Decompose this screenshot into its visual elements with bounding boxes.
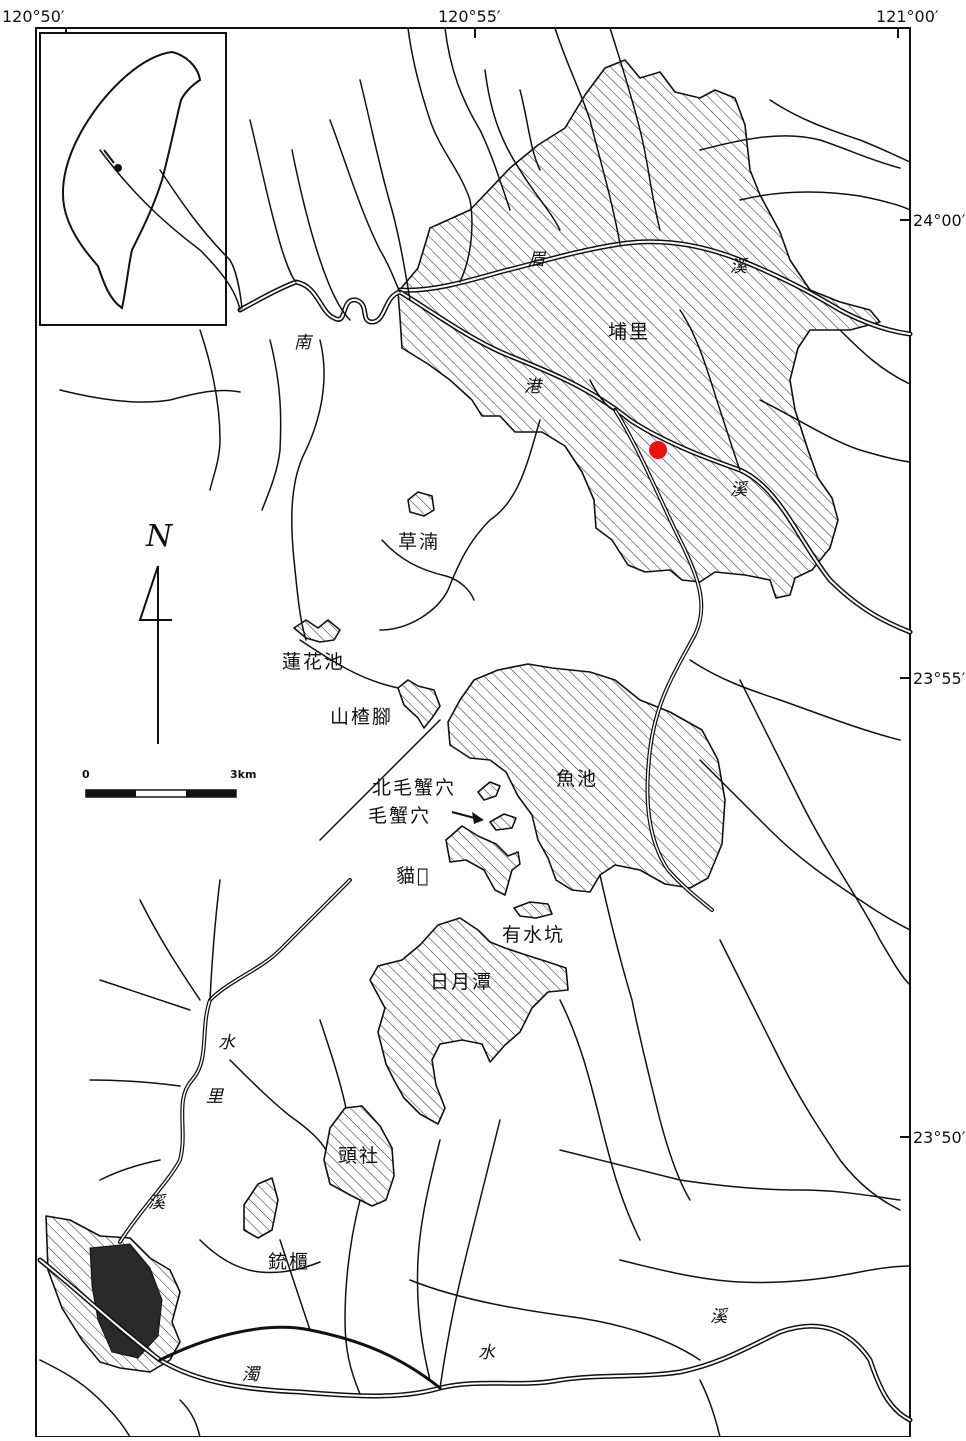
toushe-basin bbox=[323, 1105, 395, 1207]
place-beimaoxiexue: 北毛蟹穴 bbox=[372, 777, 456, 799]
north-arrow: N bbox=[138, 519, 174, 744]
scale-start-label: 0 bbox=[82, 768, 90, 781]
place-riyuetan: 日月潭 bbox=[430, 971, 493, 993]
place-maoxiexue: 毛蟹穴 bbox=[368, 805, 431, 827]
river-label-mei-1: 眉 bbox=[528, 250, 547, 270]
place-puli: 埔里 bbox=[608, 321, 650, 343]
river-label-nangang-2: 港 bbox=[524, 377, 543, 397]
town-speckle-area bbox=[89, 1243, 163, 1359]
main-rivers bbox=[37, 239, 913, 1423]
north-label: N bbox=[145, 519, 174, 554]
place-youshuikeng: 有水坑 bbox=[502, 924, 565, 946]
taiwan-outline bbox=[62, 50, 202, 310]
minor-streams bbox=[39, 27, 911, 1438]
caotun-basin bbox=[407, 491, 435, 517]
river-label-shuili-3: 溪 bbox=[148, 1193, 167, 1213]
lat-label-23-55: 23°55′ bbox=[913, 669, 966, 688]
river-label-shuili-1: 水 bbox=[218, 1033, 236, 1053]
puli-basin bbox=[397, 59, 881, 599]
scale-end-label: 3km bbox=[230, 768, 256, 781]
place-maolan: 貓𡋺 bbox=[396, 865, 430, 887]
place-caotun: 草湳 bbox=[398, 531, 440, 553]
lat-label-23-50: 23°50′ bbox=[913, 1128, 966, 1147]
maoxiexue-arrow bbox=[451, 811, 484, 824]
riyuetan-lake bbox=[369, 917, 569, 1125]
place-yuchi: 魚池 bbox=[556, 768, 598, 790]
river-label-nangang-1: 南 bbox=[294, 333, 314, 353]
shanzhajiao-basin bbox=[397, 679, 441, 729]
chonggui-basin bbox=[243, 1177, 279, 1239]
place-shanzhajiao: 山楂腳 bbox=[330, 706, 393, 728]
maoxiexue-basin bbox=[489, 813, 517, 831]
river-label-zhuoshui-2: 水 bbox=[478, 1343, 496, 1363]
maolan-basin bbox=[445, 825, 521, 896]
place-toushe: 頭社 bbox=[338, 1145, 380, 1167]
youshuikeng-basin bbox=[513, 901, 553, 919]
site-marker bbox=[649, 441, 667, 459]
inset-arrow bbox=[103, 149, 115, 164]
river-label-nangang-3: 溪 bbox=[730, 480, 749, 500]
river-label-shuili-2: 里 bbox=[206, 1087, 225, 1107]
lon-label-120-50: 120°50′ bbox=[2, 7, 65, 26]
scale-bar: 0 3km bbox=[82, 768, 256, 798]
river-label-zhuoshui-3: 溪 bbox=[710, 1307, 729, 1327]
inset-location-dot bbox=[114, 164, 122, 172]
lon-label-120-55: 120°55′ bbox=[438, 7, 501, 26]
place-lianhuachi: 蓮花池 bbox=[282, 651, 345, 673]
lon-label-121-00: 121°00′ bbox=[876, 7, 939, 26]
lat-label-24-00: 24°00′ bbox=[913, 211, 966, 230]
place-chonggui: 銃櫃 bbox=[268, 1251, 310, 1273]
river-label-mei-2: 溪 bbox=[730, 257, 749, 277]
taiwan-inset bbox=[39, 32, 227, 326]
river-label-zhuoshui-1: 濁 bbox=[242, 1365, 261, 1385]
beimaoxiexue-basin bbox=[477, 781, 501, 801]
